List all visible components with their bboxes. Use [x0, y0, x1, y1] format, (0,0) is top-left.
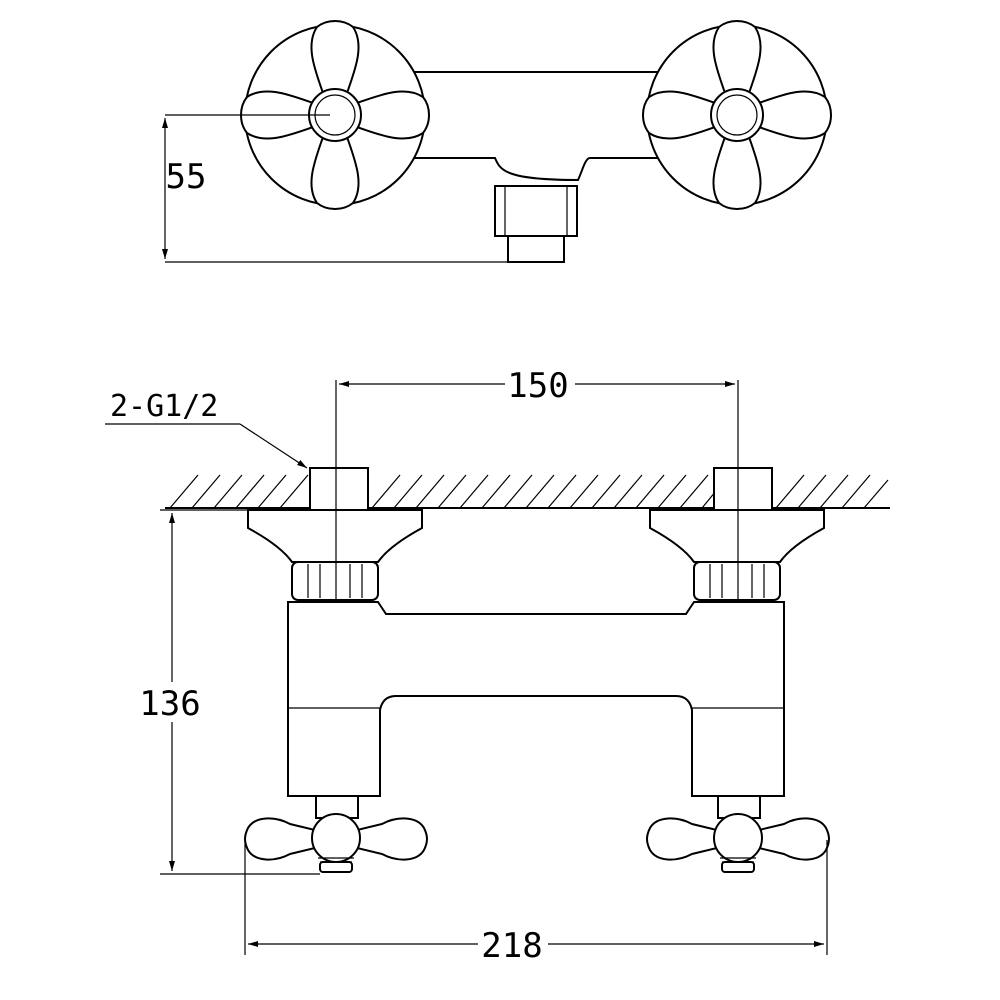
dim-55-label: 55 [166, 157, 207, 197]
left-escutcheon [247, 509, 423, 563]
right-escutcheon [649, 509, 825, 563]
right-pipe [713, 467, 773, 511]
dim-218-label: 218 [481, 926, 542, 966]
right-nut [693, 561, 781, 601]
thread-label: 2-G1/2 [110, 389, 218, 424]
dim-150-label: 150 [507, 366, 568, 406]
wall-hatch [165, 474, 890, 509]
mixer-body [287, 601, 785, 797]
left-pipe [309, 467, 369, 511]
left-nut [291, 561, 379, 601]
dim-136-label: 136 [139, 684, 200, 724]
top-right-handle [642, 20, 832, 210]
front-view: 150 2-G1/2 136 218 [105, 364, 890, 966]
front-right-handle [646, 813, 830, 873]
top-view: 55 [162, 20, 832, 263]
thread-leader [239, 423, 308, 469]
top-outlet [494, 185, 578, 263]
front-left-handle [244, 813, 428, 873]
